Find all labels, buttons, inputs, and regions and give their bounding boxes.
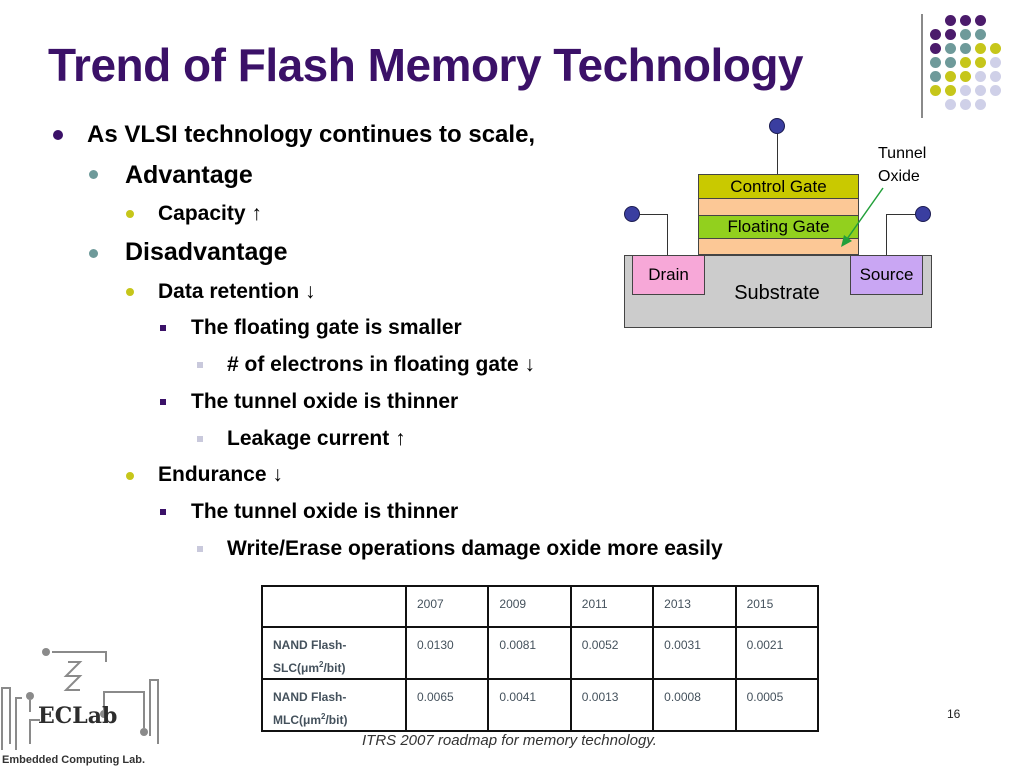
decorative-dot — [975, 29, 986, 40]
bullet-item: # of electrons in floating gate ↓ — [227, 353, 536, 376]
decorative-dot — [975, 15, 986, 26]
page-number: 16 — [947, 707, 961, 721]
table-cell: 0.0052 — [569, 626, 655, 680]
memory-roadmap-table: 2007 2009 2011 2013 2015 NAND Flash-SLC(… — [261, 585, 820, 732]
decorative-dot — [945, 85, 956, 96]
bullet-marker — [197, 546, 203, 552]
decorative-dot — [930, 71, 941, 82]
slide-title: Trend of Flash Memory Technology — [48, 39, 804, 91]
drain-region: Drain — [632, 255, 705, 295]
table-cell: 0.0041 — [487, 678, 572, 732]
table-header-cell — [261, 585, 407, 628]
bullet-item: The floating gate is smaller — [191, 316, 462, 339]
table-header-cell: 2011 — [569, 585, 655, 628]
bullet-marker — [126, 472, 134, 480]
decorative-dot — [960, 85, 971, 96]
table-header-cell: 2013 — [652, 585, 737, 628]
bullet-item: The tunnel oxide is thinner — [191, 390, 459, 413]
source-wire-horizontal — [886, 214, 916, 215]
bullet-marker — [89, 249, 98, 258]
bullet-item: As VLSI technology continues to scale, — [87, 121, 536, 148]
eclab-logo-text: ECLab — [38, 703, 118, 729]
bullet-item: Endurance ↓ — [158, 463, 283, 486]
substrate-label: Substrate — [734, 281, 820, 304]
table-cell: 0.0081 — [487, 626, 572, 680]
table-cell: 0.0008 — [652, 678, 737, 732]
decorative-dot — [975, 57, 986, 68]
decorative-dot — [990, 85, 1001, 96]
bullet-marker — [197, 362, 203, 368]
bullet-item: Write/Erase operations damage oxide more… — [227, 537, 723, 560]
decorative-dot — [975, 71, 986, 82]
decorative-divider — [921, 14, 923, 118]
decorative-dot — [945, 43, 956, 54]
bullet-marker — [126, 210, 134, 218]
decorative-dot — [960, 99, 971, 110]
bullet-item: The tunnel oxide is thinner — [191, 500, 459, 523]
bullet-item: Leakage current ↑ — [227, 427, 406, 450]
eclab-logo-subtitle: Embedded Computing Lab. — [2, 754, 145, 766]
bullet-item: Disadvantage — [125, 238, 288, 266]
gate-wire — [777, 133, 778, 174]
table-cell: 0.0021 — [734, 626, 820, 680]
table-header-cell: 2015 — [734, 585, 820, 628]
floating-gate: Floating Gate — [698, 215, 859, 239]
table-row-label: NAND Flash-MLC(μm2/bit) — [261, 678, 407, 732]
table-cell: 0.0013 — [569, 678, 655, 732]
table-cell: 0.0031 — [652, 626, 737, 680]
decorative-dot — [930, 57, 941, 68]
table-row: NAND Flash-MLC(μm2/bit) 0.0065 0.0041 0.… — [261, 678, 820, 732]
decorative-dot — [960, 57, 971, 68]
decorative-dot — [945, 15, 956, 26]
table-header-cell: 2007 — [404, 585, 490, 628]
table-cell: 0.0130 — [404, 626, 490, 680]
decorative-dot — [945, 71, 956, 82]
table-header-cell: 2009 — [487, 585, 572, 628]
decorative-dot — [930, 85, 941, 96]
bullet-marker — [53, 130, 63, 140]
decorative-dot — [930, 43, 941, 54]
decorative-dot — [975, 43, 986, 54]
gate-terminal — [769, 118, 785, 134]
bullet-marker — [160, 399, 166, 405]
tunnel-oxide-arrow — [841, 187, 884, 247]
tunnel-oxide-label: Tunnel Oxide — [878, 145, 927, 185]
table-header-row: 2007 2009 2011 2013 2015 — [261, 585, 820, 628]
decorative-dot — [960, 71, 971, 82]
source-terminal — [915, 206, 931, 222]
bullet-marker — [160, 509, 166, 515]
bullet-item: Capacity ↑ — [158, 202, 262, 225]
decorative-dot — [945, 99, 956, 110]
drain-wire-vertical — [667, 214, 668, 255]
source-region: Source — [850, 255, 923, 295]
table-row-label: NAND Flash-SLC(μm2/bit) — [261, 626, 407, 680]
bullet-marker — [160, 325, 166, 331]
drain-terminal — [624, 206, 640, 222]
control-gate: Control Gate — [698, 174, 859, 199]
source-wire-vertical — [886, 214, 887, 255]
bullet-item: Advantage — [125, 161, 253, 189]
table-row: NAND Flash-SLC(μm2/bit) 0.0130 0.0081 0.… — [261, 626, 820, 680]
table-cell: 0.0065 — [404, 678, 490, 732]
bullet-marker — [197, 436, 203, 442]
decorative-dot — [930, 29, 941, 40]
table-cell: 0.0005 — [734, 678, 820, 732]
decorative-dot — [975, 85, 986, 96]
bullet-marker — [89, 170, 98, 179]
table-caption: ITRS 2007 roadmap for memory technology. — [362, 732, 657, 749]
bullet-item: Data retention ↓ — [158, 280, 316, 303]
decorative-dot — [990, 43, 1001, 54]
bullet-marker — [126, 288, 134, 296]
decorative-dot — [990, 71, 1001, 82]
eclab-logo-graphic — [1, 648, 159, 750]
decorative-dot — [960, 29, 971, 40]
decorative-dot — [990, 57, 1001, 68]
decorative-dot — [945, 57, 956, 68]
decorative-dot — [960, 43, 971, 54]
decorative-dot — [960, 15, 971, 26]
decorative-dot — [945, 29, 956, 40]
decorative-dot — [975, 99, 986, 110]
drain-wire-horizontal — [640, 214, 668, 215]
